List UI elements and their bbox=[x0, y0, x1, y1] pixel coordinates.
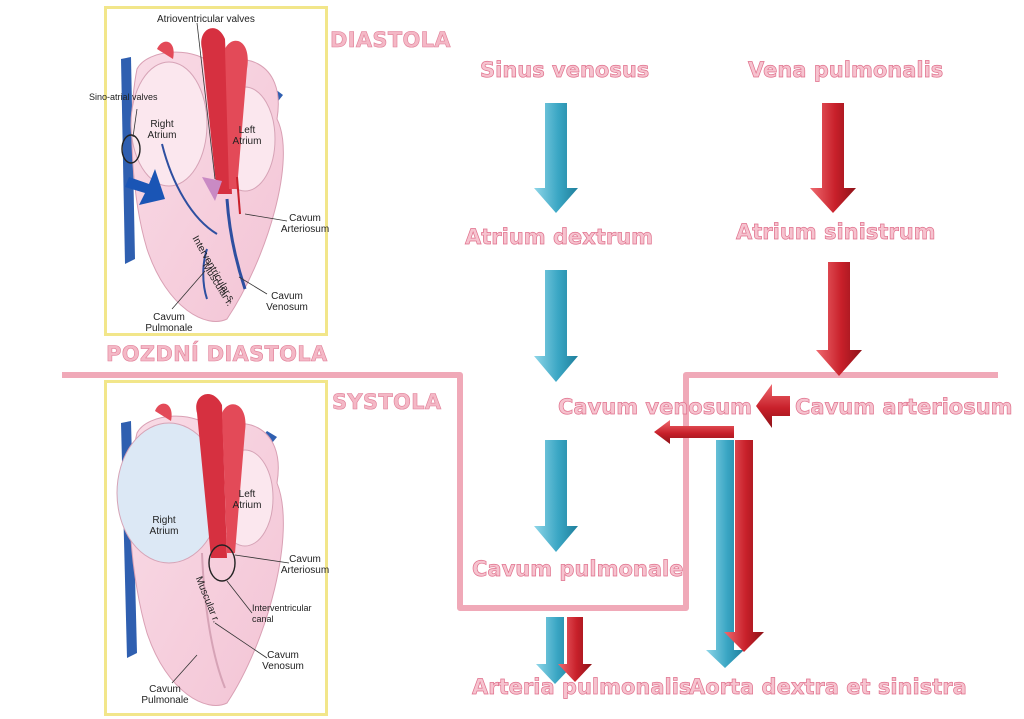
label-atrium-sinistrum: Atrium sinistrum bbox=[736, 220, 936, 245]
systole-heart-diagram: Right Atrium Left Atrium Cavum Arteriosu… bbox=[104, 380, 329, 716]
diastole-heart-diagram: Atrioventricular valves Sino-atrial valv… bbox=[89, 6, 329, 336]
arrow-vena-to-atrium-sinistrum bbox=[810, 103, 856, 213]
label-cavum-venosum-systole: Cavum Venosum bbox=[262, 650, 304, 672]
arrow-arteriosum-mixing bbox=[654, 420, 734, 444]
diastole-heart-illustration bbox=[121, 22, 288, 322]
label-aorta: Aorta dextra et sinistra bbox=[689, 675, 967, 700]
label-sino-atrial-valves: Sino-atrial valves bbox=[89, 92, 158, 102]
arrow-pulmonalis-red bbox=[558, 617, 592, 682]
phase-title-pozdni-diastola: POZDNÍ DIASTOLA bbox=[106, 342, 328, 367]
label-left-atrium-systole: Left Atrium bbox=[232, 489, 262, 511]
label-cavum-pulmonale-systole: Cavum Pulmonale bbox=[141, 684, 189, 706]
label-interventricular-canal: Interventricular canal bbox=[252, 603, 312, 624]
label-cavum-pulmonale: Cavum Pulmonale bbox=[145, 312, 193, 334]
label-right-atrium: Right Atrium bbox=[147, 119, 177, 141]
arrow-cavum-arteriosum-to-venosum bbox=[756, 384, 790, 428]
arrow-aorta-blue bbox=[706, 440, 744, 668]
label-cavum-arteriosum: Cavum arteriosum bbox=[795, 395, 1013, 420]
label-left-atrium: Left Atrium bbox=[232, 125, 262, 147]
label-atrioventricular-valves: Atrioventricular valves bbox=[157, 14, 255, 25]
arrow-aorta-red bbox=[724, 440, 764, 652]
systole-heart-illustration bbox=[116, 393, 290, 706]
label-cavum-arteriosum: Cavum Arteriosum bbox=[280, 213, 330, 235]
arrow-cavum-venosum-to-pulmonale bbox=[534, 440, 578, 552]
label-cavum-pulmonale: Cavum pulmonale bbox=[472, 557, 684, 582]
arrow-atrium-dextrum-to-cavum-venosum bbox=[534, 270, 578, 382]
label-vena-pulmonalis: Vena pulmonalis bbox=[748, 58, 944, 83]
label-atrium-dextrum: Atrium dextrum bbox=[465, 225, 654, 250]
arrow-atrium-sinistrum-to-cavum-arteriosum bbox=[816, 262, 862, 376]
label-cavum-venosum: Cavum venosum bbox=[558, 395, 753, 420]
label-cavum-arteriosum-systole: Cavum Arteriosum bbox=[280, 554, 330, 576]
label-cavum-venosum: Cavum Venosum bbox=[266, 291, 308, 313]
label-sinus-venosus: Sinus venosus bbox=[480, 58, 650, 83]
separator-frame-left bbox=[62, 372, 998, 611]
phase-title-systola: SYSTOLA bbox=[332, 390, 442, 415]
phase-title-diastola: DIASTOLA bbox=[330, 28, 451, 53]
label-right-atrium-systole: Right Atrium bbox=[149, 515, 179, 537]
arrow-sinus-to-atrium-dextrum bbox=[534, 103, 578, 213]
label-arteria-pulmonalis: Arteria pulmonalis bbox=[472, 675, 692, 700]
